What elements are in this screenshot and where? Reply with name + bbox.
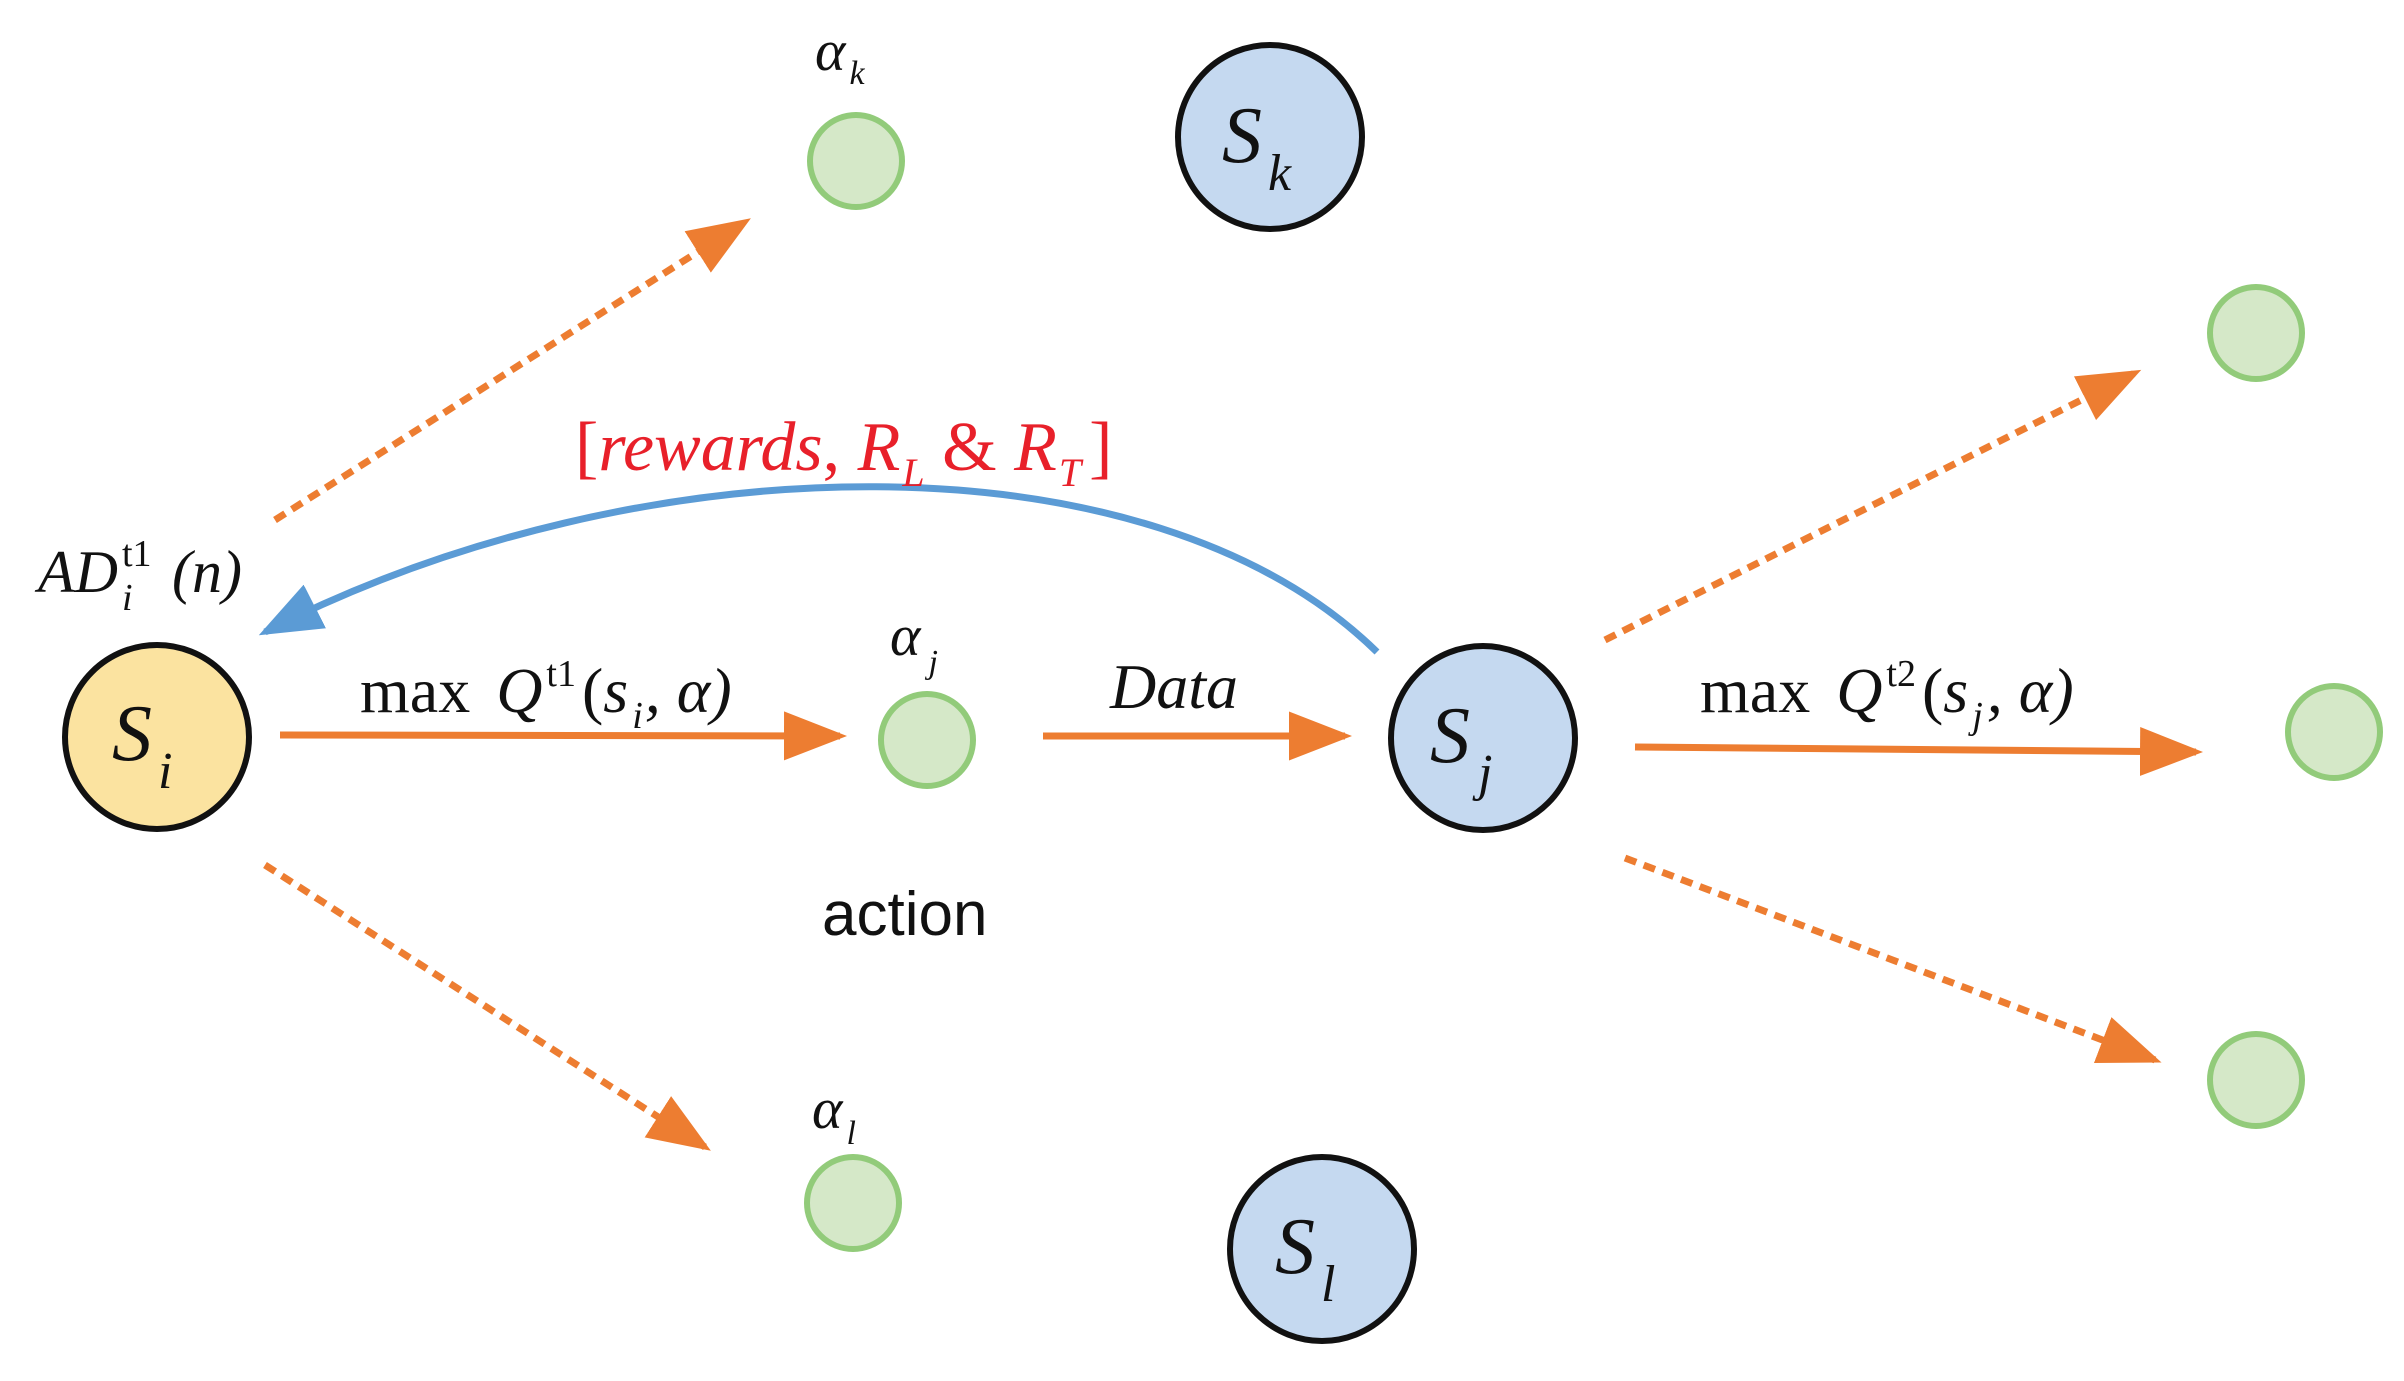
- advantage-label-argument: (n): [172, 539, 242, 605]
- dotted-arrow-sj-to-upper-action: [1603, 369, 2142, 644]
- action-node-alpha-k: [807, 112, 905, 210]
- data-label: Data: [1109, 651, 1238, 722]
- state-node-sk: [1175, 42, 1365, 232]
- arrow-sj-to-right-action: [1634, 727, 2203, 776]
- state-node-sj: [1388, 643, 1578, 833]
- dotted-arrow-sj-to-lower-action: [1623, 854, 2162, 1064]
- dotted-arrow-si-to-alpha-k: [273, 218, 751, 523]
- action-node-alpha-l: [804, 1154, 902, 1252]
- reward-feedback-arrow: [258, 483, 1380, 655]
- state-node-si: [62, 642, 252, 832]
- action-caption: action: [822, 880, 987, 949]
- dotted-arrow-si-to-alpha-l: [263, 862, 711, 1151]
- rewards-label: [rewards, RL & RT]: [575, 409, 1112, 495]
- action-node-right-upper: [2207, 284, 2305, 382]
- action-node-alpha-j: [878, 691, 976, 789]
- action-node-right-middle: [2285, 683, 2383, 781]
- state-node-sl: [1227, 1154, 1417, 1344]
- advantage-label-subscript: i: [122, 577, 133, 619]
- action-node-right-lower: [2207, 1031, 2305, 1129]
- arrow-si-to-alpha-j: [279, 711, 847, 761]
